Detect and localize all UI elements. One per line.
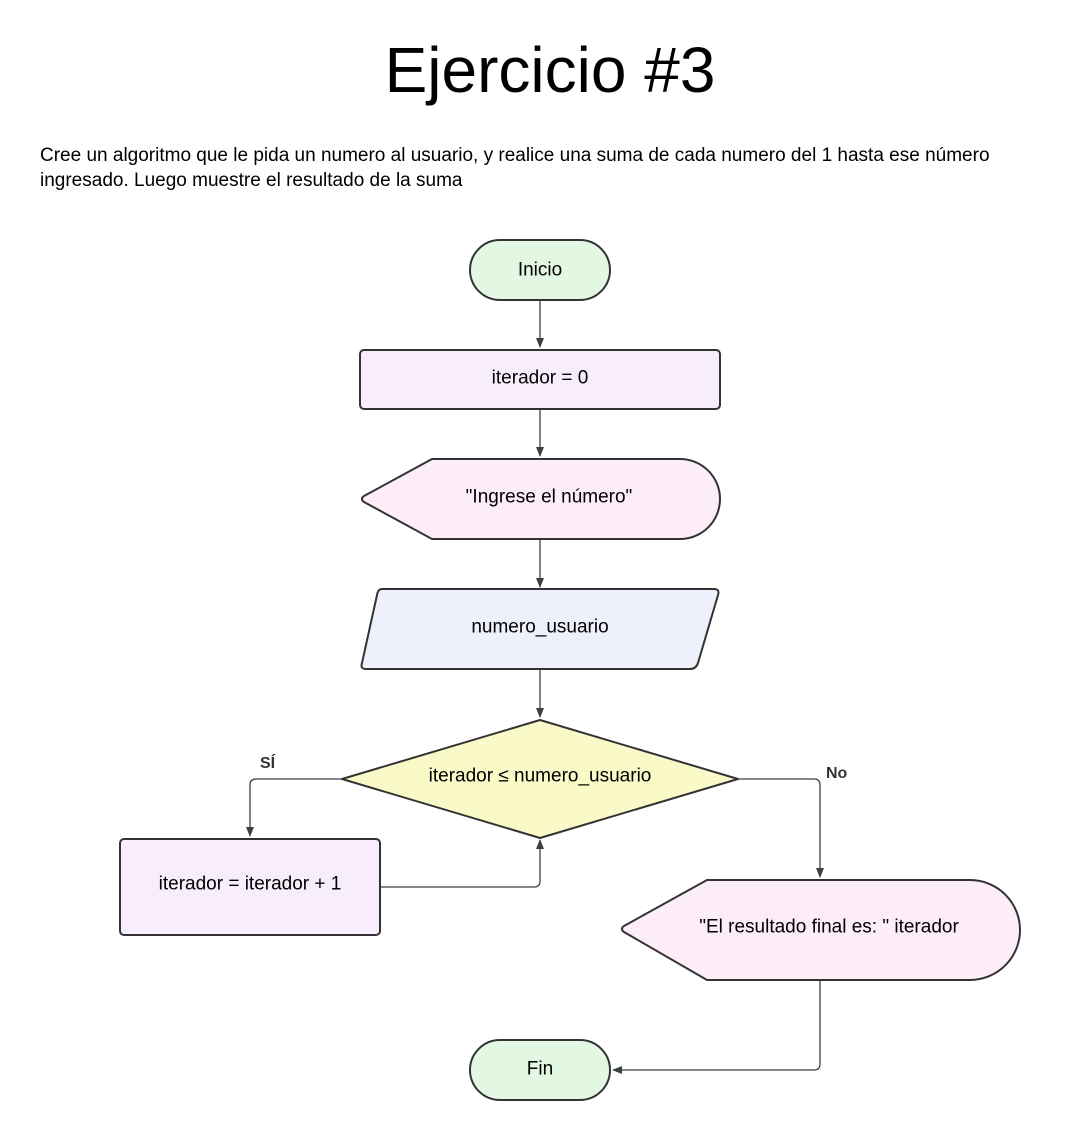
edge-label-yes: SÍ xyxy=(260,753,276,772)
init-label: iterador = 0 xyxy=(492,368,589,389)
edge-output-to-end xyxy=(612,980,821,1074)
output-label: "El resultado final es: " iterador xyxy=(699,917,959,938)
input-label: numero_usuario xyxy=(471,617,608,638)
node-input: numero_usuario xyxy=(360,588,720,670)
increment-label: iterador = iterador + 1 xyxy=(159,874,342,895)
exercise-description: Cree un algoritmo que le pida un numero … xyxy=(40,145,990,191)
node-start: Inicio xyxy=(469,239,611,301)
node-output: "El resultado final es: " iterador xyxy=(620,879,1022,981)
edge-decision-no xyxy=(738,778,824,878)
prompt-label: "Ingrese el número" xyxy=(466,487,633,508)
edge-label-no: No xyxy=(826,765,848,782)
start-label: Inicio xyxy=(518,260,562,281)
page-title: Ejercicio #3 xyxy=(384,34,716,106)
start-terminal-shape xyxy=(469,239,611,301)
init-process-shape xyxy=(359,349,721,410)
node-end: Fin xyxy=(469,1039,611,1101)
edges xyxy=(246,300,824,1074)
edge-increment-loop xyxy=(380,839,544,888)
node-prompt: "Ingrese el número" xyxy=(360,458,722,540)
end-terminal-shape xyxy=(469,1039,611,1101)
input-parallelogram-shape xyxy=(360,588,720,670)
prompt-display-shape xyxy=(360,458,722,540)
output-display-shape xyxy=(620,879,1022,981)
node-increment: iterador = iterador + 1 xyxy=(119,838,381,936)
edge-decision-yes xyxy=(246,778,342,837)
end-label: Fin xyxy=(527,1059,553,1080)
node-init: iterador = 0 xyxy=(359,349,721,410)
decision-diamond-shape xyxy=(341,719,739,839)
decision-label: iterador ≤ numero_usuario xyxy=(429,766,652,787)
node-decision: iterador ≤ numero_usuario xyxy=(341,719,739,839)
increment-process-shape xyxy=(119,838,381,936)
